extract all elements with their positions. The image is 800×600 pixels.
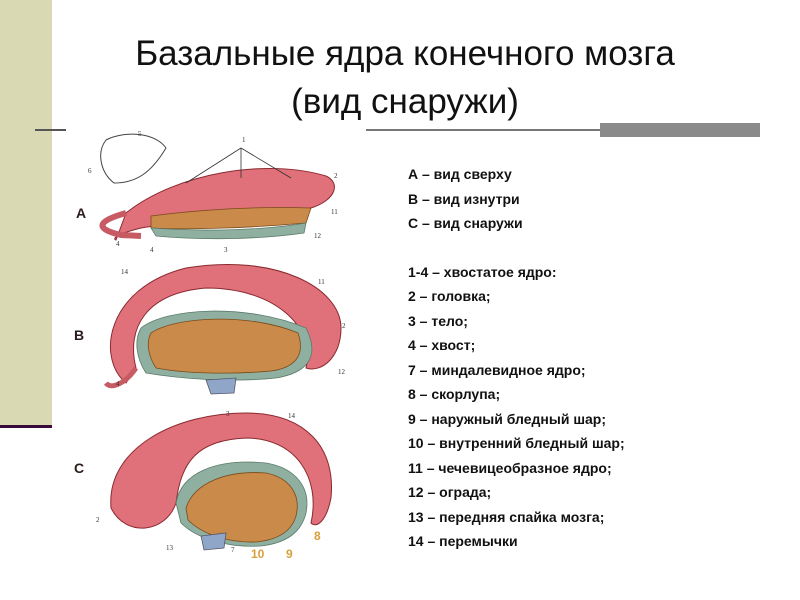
overlay-number-10: 10: [251, 547, 265, 561]
legend-spacer: [408, 237, 788, 261]
basal-ganglia-illustration: A 5 1 6 2 11 12 4 4 B 3 14 11 2 12 4: [74, 130, 346, 561]
legend-item: 11 – чечевицеобразное ядро;: [408, 459, 612, 476]
label-a-5: 5: [138, 130, 142, 138]
label-a-4b: 4: [150, 246, 154, 254]
label-c-2: 2: [96, 516, 100, 524]
label-b-4: 4: [116, 380, 120, 388]
legend-item: 1-4 – хвостатое ядро:: [408, 263, 557, 280]
legend-item: 2 – головка;: [408, 288, 491, 304]
label-b-11: 11: [318, 278, 325, 286]
label-b-12: 12: [338, 368, 346, 376]
panel-label-c: C: [74, 460, 84, 476]
label-c-3: 3: [226, 410, 230, 418]
label-a-12: 12: [314, 232, 322, 240]
legend-item: 10 – внутренний бледный шар;: [408, 435, 625, 451]
legend: А – вид сверху В – вид изнутри С – вид с…: [408, 163, 788, 555]
title-line-2: (вид снаружи): [291, 82, 519, 121]
legend-view-b: В – вид изнутри: [408, 190, 520, 207]
panel-c: C 3 14 2 13 7 10 9 8: [74, 410, 333, 561]
legend-item: 14 – перемычки: [408, 533, 518, 549]
overlay-number-9: 9: [286, 547, 293, 561]
legend-item: 7 – миндалевидное ядро;: [408, 361, 586, 378]
label-b-3: 3: [224, 246, 228, 254]
title-line-1: Базальные ядра конечного мозга: [135, 34, 675, 73]
legend-view-a: А – вид сверху: [408, 166, 512, 182]
panel-a: A 5 1 6 2 11 12 4 4: [76, 130, 338, 254]
label-c-7: 7: [231, 546, 235, 554]
panel-label-b: B: [74, 327, 84, 343]
panel-label-a: A: [76, 205, 86, 221]
legend-item: 8 – скорлупа;: [408, 386, 501, 402]
label-a-6: 6: [88, 167, 92, 175]
legend-item: 13 – передняя спайка мозга;: [408, 508, 605, 525]
side-decoration-line: [0, 425, 52, 428]
legend-item: 3 – тело;: [408, 312, 468, 329]
anatomy-figure: A 5 1 6 2 11 12 4 4 B 3 14 11 2 12 4: [66, 128, 366, 561]
label-a-4: 4: [116, 240, 120, 248]
divider-middle: [360, 129, 600, 131]
divider-box: [600, 123, 760, 137]
label-a-2: 2: [334, 172, 338, 180]
label-a-11: 11: [331, 208, 338, 216]
legend-item: 12 – ограда;: [408, 484, 492, 500]
label-b-2: 2: [342, 322, 346, 330]
slide-title: Базальные ядра конечного мозга (вид снар…: [60, 30, 750, 126]
label-a-1: 1: [242, 136, 246, 144]
label-c-13: 13: [166, 544, 174, 552]
overlay-number-8: 8: [314, 529, 321, 543]
label-c-14: 14: [288, 412, 296, 420]
side-decoration-band: [0, 0, 52, 428]
legend-view-c: С – вид снаружи: [408, 215, 523, 231]
panel-b: B 3 14 11 2 12 4: [74, 246, 346, 395]
label-b-14: 14: [121, 268, 129, 276]
legend-item: 9 – наружный бледный шар;: [408, 410, 607, 427]
legend-item: 4 – хвост;: [408, 337, 476, 353]
